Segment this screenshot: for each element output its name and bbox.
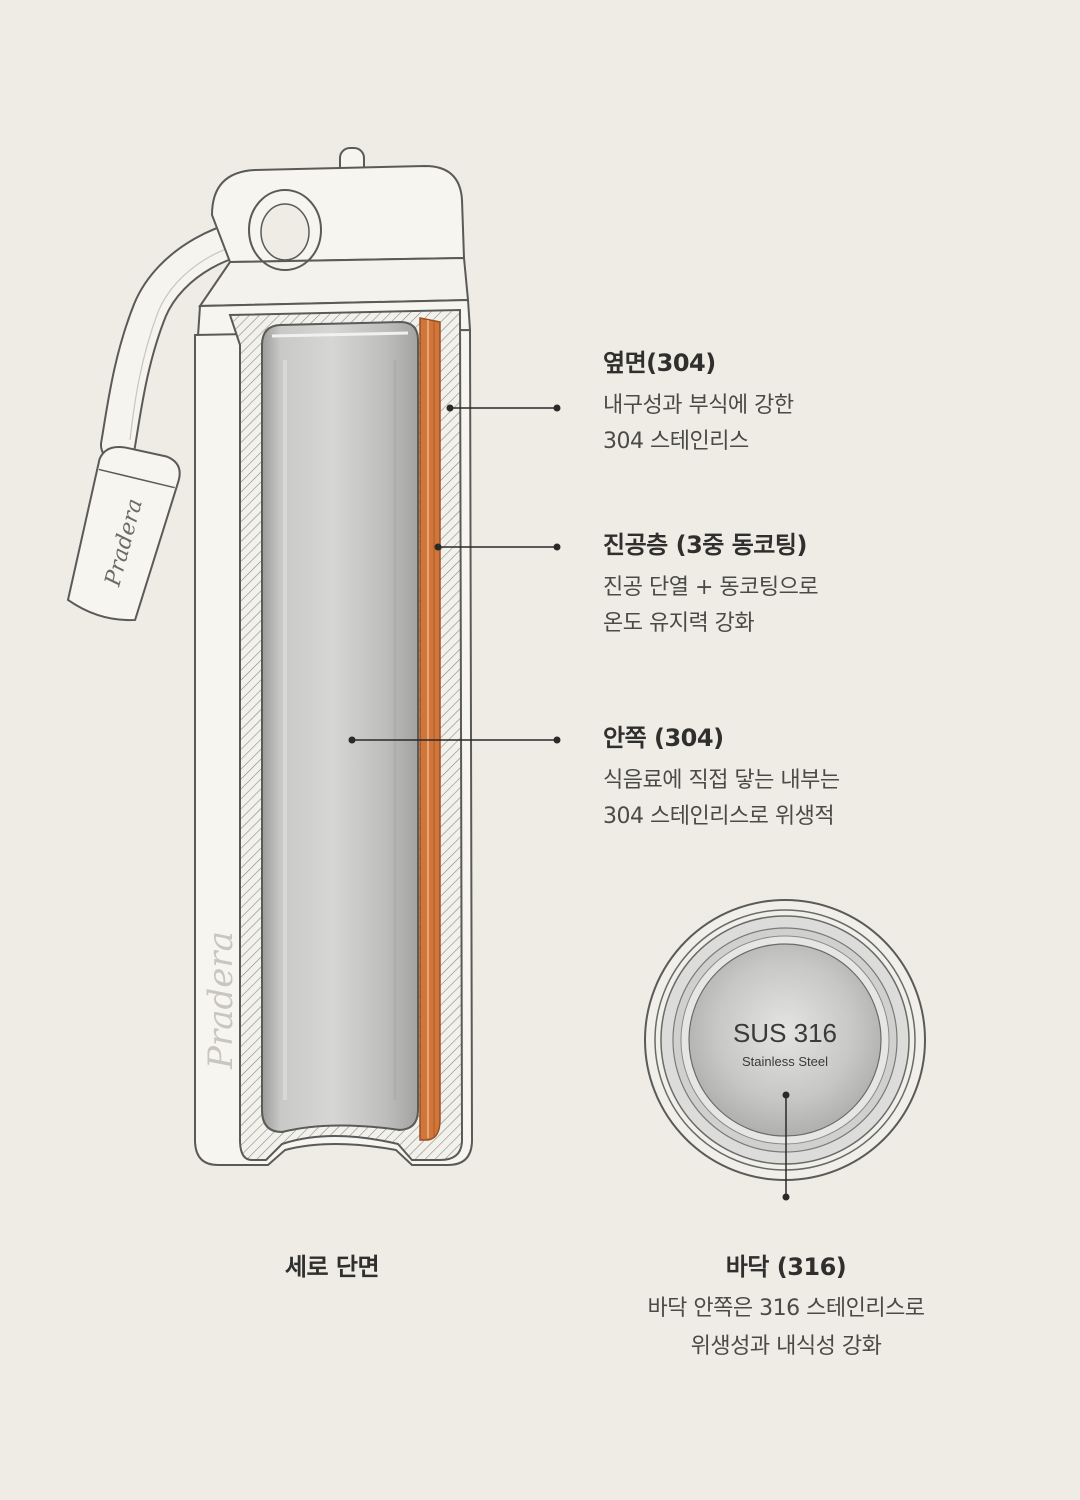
callout-side: [446, 404, 561, 412]
annotation-desc: 내구성과 부식에 강한 304 스테인리스: [603, 393, 794, 454]
annotation-title: 안쪽 (304): [603, 724, 724, 752]
annotation-vacuum-layer: 진공층 (3중 동코팅) 진공 단열 + 동코팅으로 온도 유지력 강화: [603, 530, 819, 642]
inner-cavity: [261, 320, 419, 1134]
annotation-desc: 진공 단열 + 동코팅으로 온도 유지력 강화: [603, 575, 819, 636]
copper-layer: [419, 317, 441, 1141]
annotation-title: 진공층 (3중 동코팅): [603, 531, 807, 559]
disc-subtitle: Stainless Steel: [742, 1054, 828, 1069]
strap-tag: Pradera: [66, 446, 181, 622]
annotation-desc: 식음료에 직접 닿는 내부는 304 스테인리스로 위생적: [603, 768, 840, 829]
callout-inner: [348, 736, 561, 744]
bottle-brand: Pradera: [201, 931, 241, 1070]
disc-title: SUS 316: [733, 1018, 837, 1048]
callout-vacuum: [434, 543, 561, 551]
bottom-disc: SUS 316 Stainless Steel: [644, 899, 926, 1201]
caption-cross-section: 세로 단면: [284, 1253, 380, 1281]
annotation-title: 옆면(304): [603, 349, 716, 377]
annotation-inner: 안쪽 (304) 식음료에 직접 닿는 내부는 304 스테인리스로 위생적: [603, 723, 840, 835]
caption-bottom: 바닥 (316) 바닥 안쪽은 316 스테인리스로 위생성과 내식성 강화: [647, 1253, 925, 1359]
bottle: Pradera Pradera: [66, 147, 474, 1166]
annotation-side-wall: 옆면(304) 내구성과 부식에 강한 304 스테인리스: [603, 348, 794, 460]
